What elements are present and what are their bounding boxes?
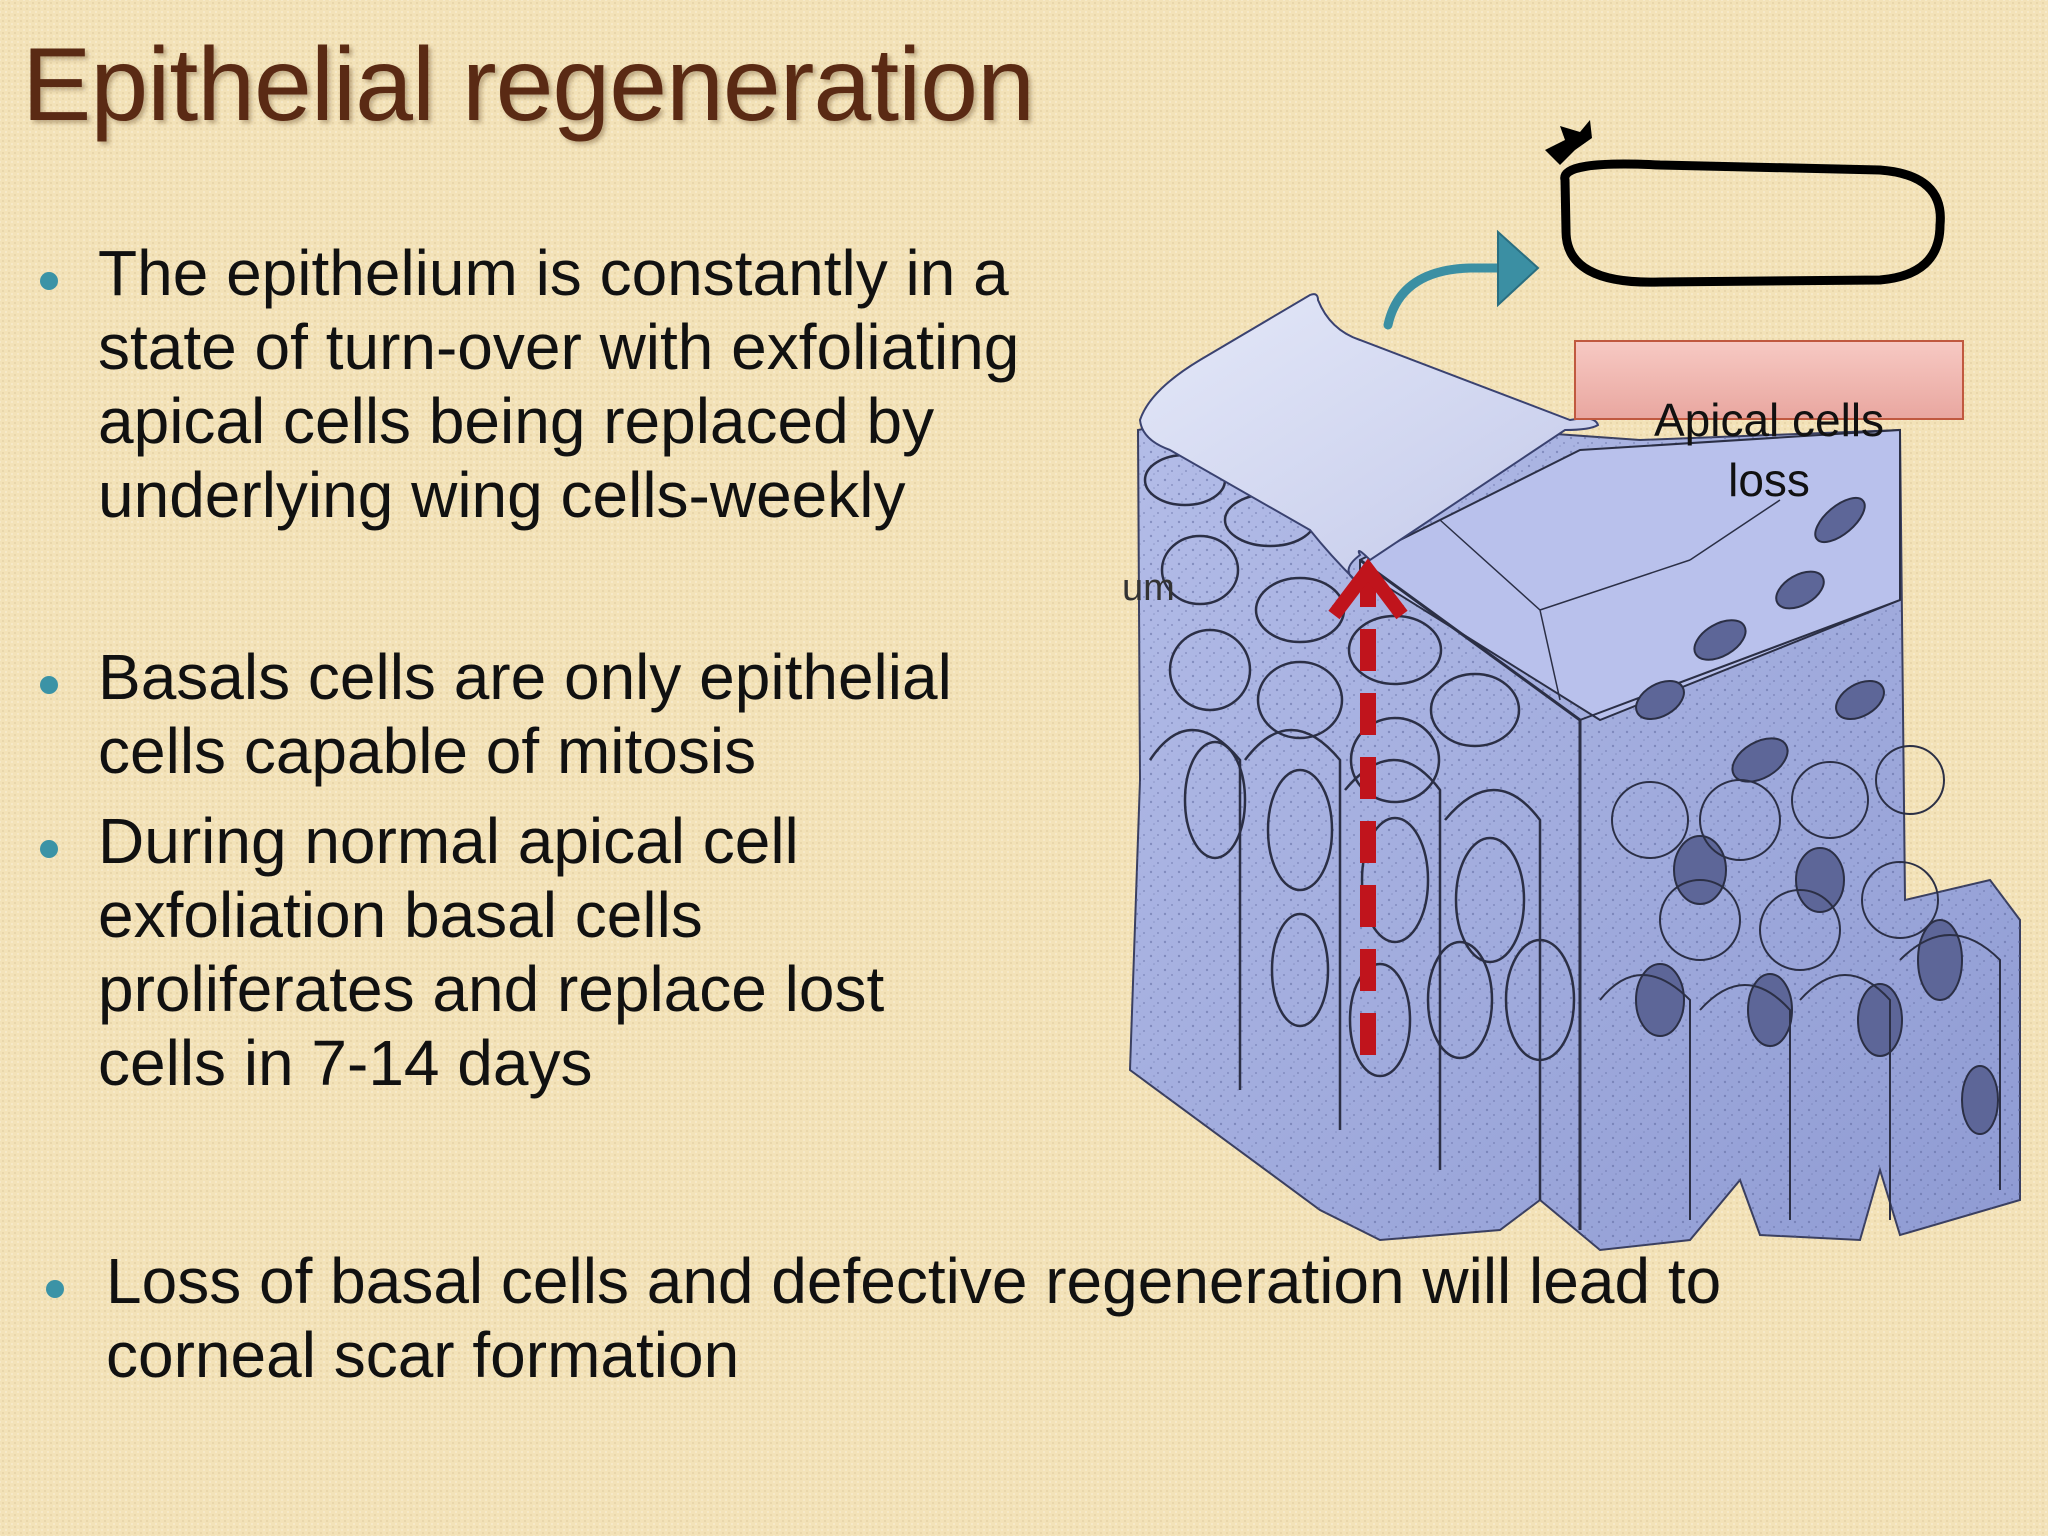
bullet-text: The epithelium is constantly in a state …: [98, 237, 1020, 531]
bullet-scar-formation: Loss of basal cells and defective regene…: [46, 1244, 1946, 1392]
bullet-basal-mitosis: Basals cells are only epithelial cells c…: [40, 640, 1100, 788]
dashed-up-arrow-icon: [1328, 558, 1408, 1055]
callout-label: Apical cells loss: [1653, 394, 1885, 506]
curved-arrow-icon: [1383, 263, 1505, 330]
bullet-dot-icon: [40, 272, 58, 290]
bullet-dot-icon: [46, 1280, 64, 1298]
hand-drawn-oval-icon: [1545, 120, 1945, 287]
bullet-text: During normal apical cell exfoliation ba…: [98, 805, 885, 1099]
peeling-cell-icon: [1138, 293, 1600, 581]
bullet-text: Basals cells are only epithelial cells c…: [98, 641, 952, 787]
tissue-block: um: [1122, 398, 2021, 1252]
apical-cells-loss-callout: Apical cells loss: [1574, 340, 1964, 506]
bullet-replacement: During normal apical cell exfoliation ba…: [40, 804, 1100, 1100]
bullet-dot-icon: [40, 840, 58, 858]
bullet-text: Loss of basal cells and defective regene…: [106, 1245, 1722, 1391]
bullet-dot-icon: [40, 676, 58, 694]
slide-title: Epithelial regeneration: [22, 27, 1035, 143]
bullet-turnover: The epithelium is constantly in a state …: [40, 236, 1100, 532]
partial-label: um: [1122, 567, 1175, 609]
curved-arrow-head-icon: [1497, 229, 1540, 308]
